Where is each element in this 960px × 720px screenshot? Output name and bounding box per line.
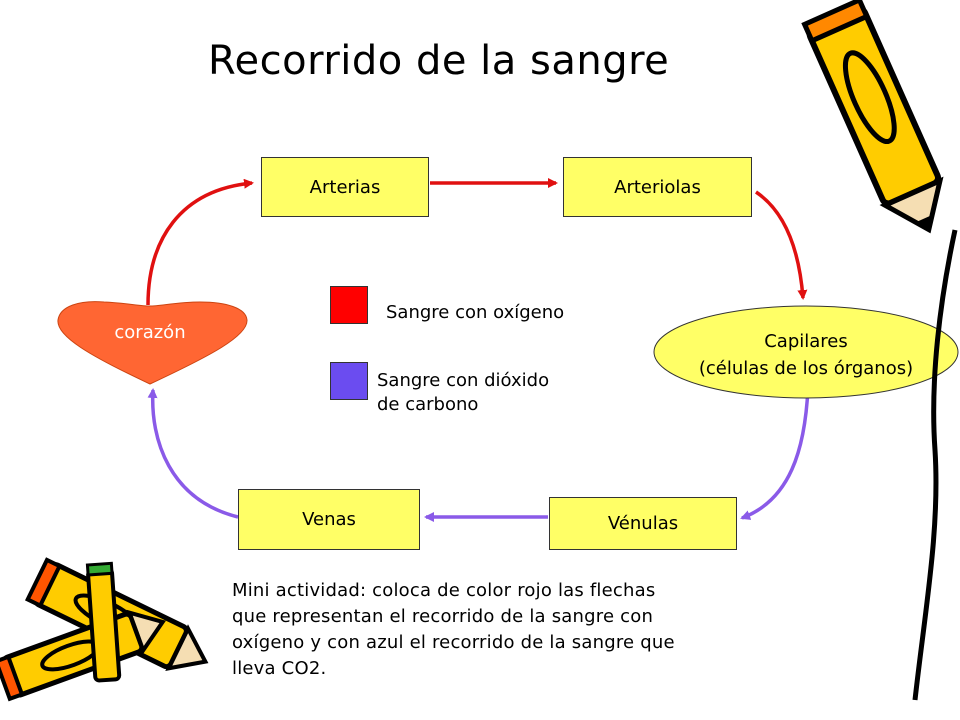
arterias-node: Arterias [261, 157, 429, 217]
heart-label: corazón [114, 322, 185, 343]
legend-label-co2-line1: Sangre con dióxido [377, 370, 550, 391]
page-title: Recorrido de la sangre [208, 38, 670, 84]
arrow-capilares-to-venulas [740, 387, 810, 520]
arrow-heart-to-arterias [146, 178, 254, 306]
activity-line-1: Mini actividad: coloca de color rojo las… [232, 580, 656, 601]
activity-line-4: lleva CO2. [232, 658, 327, 679]
venas-label: Venas [302, 509, 356, 530]
activity-line-3: oxígeno y con azul el recorrido de la sa… [232, 632, 675, 653]
capilares-label-line1: Capilares [764, 331, 848, 352]
decorative-stroke [912, 229, 958, 701]
pencil-icon [85, 561, 122, 683]
pencil-icon [801, 0, 944, 234]
activity-line-2: que representan el recorrido de la sangr… [232, 606, 654, 627]
legend-label-co2-line2: de carbono [377, 394, 479, 415]
venas-node: Venas [238, 489, 420, 550]
heart-shape [57, 301, 248, 385]
activity-note: Mini actividad: coloca de color rojo las… [232, 578, 792, 682]
arrow-arteriolas-to-capilares [755, 190, 808, 300]
legend-label-co2: Sangre con dióxido de carbono [377, 369, 549, 417]
arteriolas-label: Arteriolas [614, 176, 701, 198]
arteriolas-node: Arteriolas [563, 157, 752, 217]
venulas-node: Vénulas [549, 497, 737, 550]
arrow-venas-to-heart [147, 388, 239, 519]
arterias-label: Arterias [309, 176, 381, 198]
legend-swatch-co2 [330, 362, 368, 400]
legend-label-oxygen: Sangre con oxígeno [386, 302, 565, 323]
capilares-node [653, 305, 959, 399]
venulas-label: Vénulas [607, 513, 679, 534]
legend-swatch-oxygen [330, 286, 368, 324]
capilares-label-line2: (células de los órganos) [699, 358, 913, 379]
